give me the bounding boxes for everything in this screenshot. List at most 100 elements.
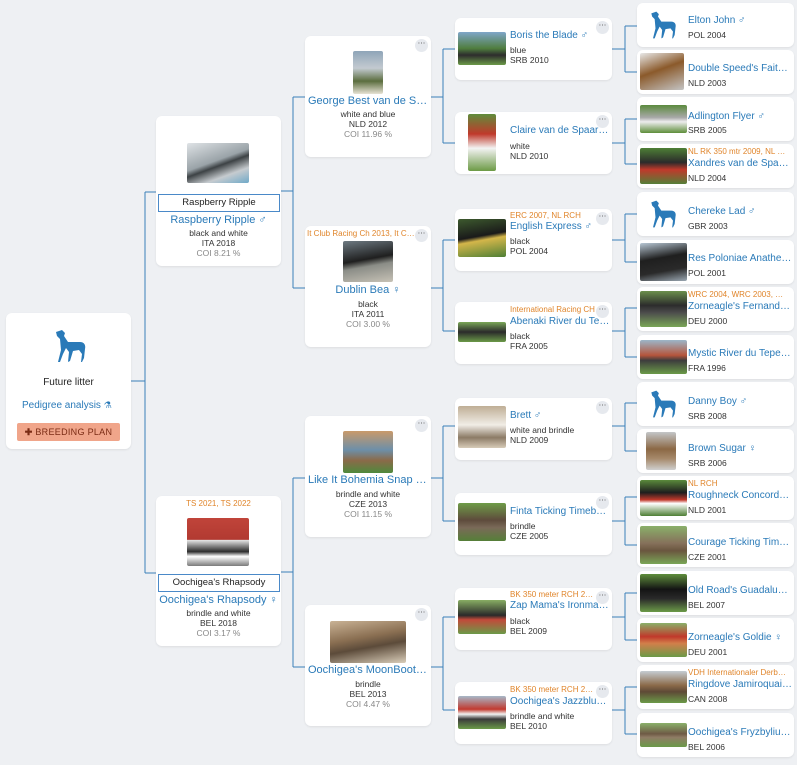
great-grandparent-card[interactable]: ··· BK 350 meter RCH 2011, … Oochigea's … — [455, 682, 612, 744]
grandparent-card[interactable]: ··· Like It Bohemia Snap Dog ♂ brindle a… — [305, 416, 431, 537]
gen4-name[interactable]: Danny Boy ♂ — [688, 396, 792, 407]
gen4-card[interactable]: Danny Boy ♂ SRB 2008 — [637, 382, 794, 426]
great-grandparent-name-text: English Express — [510, 221, 582, 232]
gen4-card[interactable]: Brown Sugar ♀ SRB 2006 — [637, 429, 794, 473]
gen4-name[interactable]: Adlington Flyer ♂ — [688, 111, 792, 122]
gen4-card[interactable]: NL RCH Roughneck Concorde … NLD 2001 — [637, 476, 794, 520]
dog-photo — [640, 340, 687, 374]
grandparent-name[interactable]: Like It Bohemia Snap Dog ♂ — [305, 474, 431, 486]
gen4-card[interactable]: Adlington Flyer ♂ SRB 2005 — [637, 97, 794, 141]
dam-search-input[interactable]: Oochigea's Rhapsody — [158, 574, 280, 592]
great-grandparent-card[interactable]: ··· Claire van de Spaarn… white NLD 2010 — [455, 112, 612, 174]
sire-card[interactable]: Raspberry Ripple Raspberry Ripple ♂ blac… — [156, 116, 281, 266]
grandparent-name[interactable]: George Best van de Spaar… — [305, 95, 431, 107]
dam-card[interactable]: TS 2021, TS 2022 Oochigea's Rhapsody Ooc… — [156, 496, 281, 646]
grandparent-card[interactable]: ··· George Best van de Spaar… white and … — [305, 36, 431, 157]
gen4-card[interactable]: Mystic River du Tepee… FRA 1996 — [637, 335, 794, 379]
great-grandparent-name[interactable]: Claire van de Spaarn… — [510, 125, 610, 136]
gen4-name-text: Double Speed's Faith — [688, 63, 784, 74]
gen4-card[interactable]: Double Speed's Faith ♀ NLD 2003 — [637, 50, 794, 94]
gen4-name[interactable]: Oochigea's Fryzbylius … — [688, 727, 792, 738]
greyhound-icon — [651, 200, 676, 228]
grandparent-name[interactable]: Oochigea's MoonBoots ♀ — [305, 664, 431, 676]
great-grandparent-card[interactable]: ··· BK 350 meter RCH 2012, … Zap Mama's … — [455, 588, 612, 650]
more-options-button[interactable]: ··· — [415, 419, 428, 432]
pedigree-analysis-label: Pedigree analysis — [22, 400, 101, 411]
sex-icon: ♂ — [580, 30, 589, 41]
grandparent-card[interactable]: ··· It Club Racing Ch 2013, It Club R… D… — [305, 226, 431, 347]
gen4-card[interactable]: Old Road's Guadalup… BEL 2007 — [637, 571, 794, 615]
more-options-button[interactable]: ··· — [596, 305, 609, 318]
great-grandparent-name[interactable]: Finta Ticking Timebo… — [510, 506, 610, 517]
sire-coi: COI 8.21 % — [196, 248, 241, 258]
gen4-reg: NLD 2004 — [688, 173, 727, 183]
great-grandparent-name[interactable]: Oochigea's Jazzblues ♀ — [510, 696, 610, 707]
great-grandparent-name[interactable]: Brett ♂ — [510, 410, 610, 421]
gen4-name[interactable]: Old Road's Guadalup… — [688, 585, 792, 596]
gen4-name[interactable]: Mystic River du Tepee… — [688, 348, 792, 359]
gen4-name[interactable]: Ringdove Jamiroquai ♂ — [688, 679, 792, 690]
gen4-name[interactable]: Zorneagle's Goldie ♀ — [688, 632, 792, 643]
gen4-card[interactable]: NL RK 350 mtr 2009, NL R… Xandres van de… — [637, 144, 794, 188]
more-options-button[interactable]: ··· — [596, 115, 609, 128]
gen4-card[interactable]: Chereke Lad ♂ GBR 2003 — [637, 192, 794, 236]
gen4-name-text: Old Road's Guadalup… — [688, 585, 792, 596]
gen4-name[interactable]: Roughneck Concorde … — [688, 490, 792, 501]
great-grandparent-card[interactable]: ··· ERC 2007, NL RCH English Express ♂ b… — [455, 209, 612, 271]
gen4-name[interactable]: Zorneagle's Fernando… — [688, 301, 792, 312]
grandparent-name[interactable]: Dublin Bea ♀ — [305, 284, 431, 296]
gen4-card[interactable]: Oochigea's Fryzbylius … BEL 2006 — [637, 713, 794, 757]
gen4-card[interactable]: WRC 2004, WRC 2003, ERC… Zorneagle's Fer… — [637, 287, 794, 331]
dog-photo — [187, 143, 249, 183]
gen4-name-text: Roughneck Concorde … — [688, 490, 792, 501]
great-grandparent-card[interactable]: ··· Brett ♂ white and brindle NLD 2009 — [455, 398, 612, 460]
gen4-card[interactable]: Elton John ♂ POL 2004 — [637, 3, 794, 47]
great-grandparent-name[interactable]: Abenaki River du Tep… — [510, 316, 610, 327]
more-options-button[interactable]: ··· — [415, 39, 428, 52]
gen4-name[interactable]: Courage Ticking Time… — [688, 537, 792, 548]
sire-name-text: Raspberry Ripple — [170, 214, 256, 226]
more-options-button[interactable]: ··· — [596, 685, 609, 698]
sire-name[interactable]: Raspberry Ripple ♂ — [156, 214, 281, 226]
gen4-name[interactable]: Brown Sugar ♀ — [688, 443, 792, 454]
gen4-card[interactable]: VDH Internationaler Derby… Ringdove Jami… — [637, 665, 794, 709]
dog-photo — [458, 406, 506, 448]
great-grandparent-name[interactable]: Boris the Blade ♂ — [510, 30, 610, 41]
gen4-name[interactable]: Chereke Lad ♂ — [688, 206, 792, 217]
gen4-name-text: Xandres van de Spaar… — [688, 158, 792, 169]
gen4-name[interactable]: Res Poloniae Anathe… — [688, 253, 792, 264]
more-options-button[interactable]: ··· — [596, 212, 609, 225]
grandparent-card[interactable]: ··· Oochigea's MoonBoots ♀ brindle BEL 2… — [305, 605, 431, 726]
great-grandparent-card[interactable]: ··· Finta Ticking Timebo… brindle CZE 20… — [455, 493, 612, 555]
grandparent-color: white and blue — [340, 109, 396, 119]
great-grandparent-card[interactable]: ··· International Racing CH Abenaki Rive… — [455, 302, 612, 364]
great-grandparent-card[interactable]: ··· Boris the Blade ♂ blue SRB 2010 — [455, 18, 612, 80]
great-grandparent-color: brindle — [510, 521, 536, 531]
more-options-button[interactable]: ··· — [596, 21, 609, 34]
more-options-button[interactable]: ··· — [415, 608, 428, 621]
gen4-name-text: Res Poloniae Anathe… — [688, 253, 792, 264]
breeding-plan-button[interactable]: ✚ BREEDING PLAN — [17, 423, 120, 441]
more-options-button[interactable]: ··· — [415, 229, 428, 242]
pedigree-analysis-link[interactable]: Pedigree analysis ⚗ — [22, 400, 112, 411]
male-icon: ♂ — [258, 214, 267, 226]
dam-name[interactable]: Oochigea's Rhapsody ♀ — [156, 594, 281, 606]
gen4-card[interactable]: Courage Ticking Time… CZE 2001 — [637, 523, 794, 567]
great-grandparent-name-text: Abenaki River du Tep… — [510, 316, 610, 327]
sex-icon: ♂ — [738, 15, 746, 26]
gen4-name[interactable]: Xandres van de Spaar… — [688, 158, 792, 169]
gen4-reg: FRA 1996 — [688, 363, 726, 373]
great-grandparent-name[interactable]: English Express ♂ — [510, 221, 610, 232]
gen4-card[interactable]: Res Poloniae Anathe… POL 2001 — [637, 240, 794, 284]
gen4-name[interactable]: Double Speed's Faith ♀ — [688, 63, 792, 74]
more-options-button[interactable]: ··· — [596, 591, 609, 604]
great-grandparent-name[interactable]: Zap Mama's Ironman… — [510, 600, 610, 611]
more-options-button[interactable]: ··· — [596, 496, 609, 509]
sire-search-input[interactable]: Raspberry Ripple — [158, 194, 280, 212]
dog-photo — [640, 526, 687, 564]
more-options-button[interactable]: ··· — [596, 401, 609, 414]
gen4-name[interactable]: Elton John ♂ — [688, 15, 792, 26]
great-grandparent-name-text: Claire van de Spaarn… — [510, 125, 610, 136]
gen4-card[interactable]: Zorneagle's Goldie ♀ DEU 2001 — [637, 618, 794, 662]
gen4-reg: NLD 2003 — [688, 78, 727, 88]
